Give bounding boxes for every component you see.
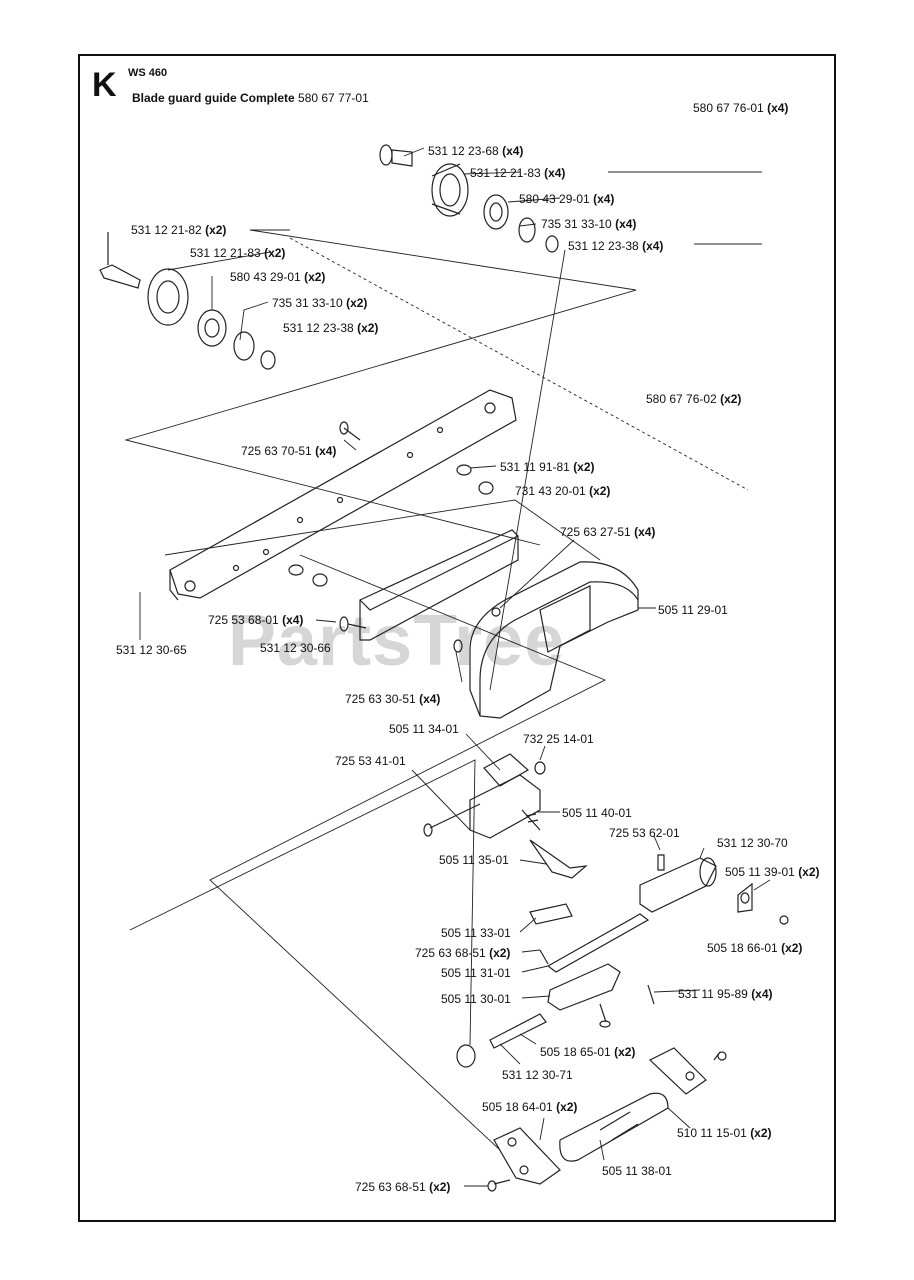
diagram-frame	[78, 54, 836, 1222]
part-label: 725 63 30-51 (x4)	[345, 692, 441, 706]
part-label: 732 25 14-01	[523, 732, 594, 746]
part-label: 580 67 76-02 (x2)	[646, 392, 742, 406]
part-label: 505 11 34-01	[389, 722, 459, 736]
section-letter: K	[92, 66, 117, 104]
part-label: 531 12 23-38 (x2)	[283, 321, 379, 335]
part-label: 531 11 95-89 (x4)	[678, 987, 773, 1001]
part-label: 531 12 30-71	[502, 1068, 573, 1082]
part-label: 580 67 76-01 (x4)	[693, 101, 789, 115]
part-label: 531 12 30-66	[260, 641, 331, 655]
blade-guard	[453, 561, 639, 719]
part-label: 505 11 30-01	[441, 992, 511, 1006]
part-label: 725 63 70-51 (x4)	[241, 444, 337, 458]
part-label: 531 12 23-38 (x4)	[568, 239, 664, 253]
model-name: WS 460	[128, 67, 168, 79]
part-label: 531 12 23-68 (x4)	[428, 144, 524, 158]
part-label: 725 63 27-51 (x4)	[560, 525, 656, 539]
part-label: 580 43 29-01 (x4)	[519, 192, 615, 206]
part-label: 725 53 68-01 (x4)	[208, 613, 304, 627]
leader-lines	[107, 147, 771, 1187]
part-label: 580 43 29-01 (x2)	[230, 270, 326, 284]
part-label: 505 18 64-01 (x2)	[482, 1100, 578, 1114]
part-label: 531 12 21-83 (x4)	[470, 166, 566, 180]
part-label: 731 43 20-01 (x2)	[515, 484, 611, 498]
assembly-lines	[124, 229, 749, 1151]
part-label: 505 11 31-01	[441, 966, 511, 980]
part-label: 510 11 15-01 (x2)	[677, 1126, 772, 1140]
part-label: 725 63 68-51 (x2)	[355, 1180, 451, 1194]
part-label: 531 12 21-83 (x2)	[190, 246, 286, 260]
part-label: 505 11 29-01	[658, 603, 728, 617]
part-label: 531 12 21-82 (x2)	[131, 223, 227, 237]
part-label: 505 11 38-01	[602, 1164, 672, 1178]
part-label: 505 11 40-01	[562, 806, 632, 820]
guide-bar	[169, 389, 517, 601]
part-label: 531 12 30-65	[116, 643, 187, 657]
upper-pulley-group	[379, 144, 559, 253]
part-label: 505 11 39-01 (x2)	[725, 865, 820, 879]
lower-guide-assembly	[423, 753, 789, 1068]
part-label: 735 31 33-10 (x4)	[541, 217, 637, 231]
part-label: 725 63 68-51 (x2)	[415, 946, 511, 960]
part-label: 505 11 33-01	[441, 926, 511, 940]
angle-bracket	[339, 529, 519, 641]
part-label: 531 11 91-81 (x2)	[500, 460, 595, 474]
part-label: 531 12 30-70	[717, 836, 788, 850]
part-label: 505 11 35-01	[439, 853, 509, 867]
assembly-title: Blade guard guide Complete 580 67 77-01	[132, 91, 369, 105]
watermark: PartsTree	[228, 601, 566, 681]
part-label: 725 53 41-01	[335, 754, 406, 768]
part-label: 725 53 62-01	[609, 826, 680, 840]
part-label: 505 18 65-01 (x2)	[540, 1045, 636, 1059]
part-label: 735 31 33-10 (x2)	[272, 296, 368, 310]
part-label: 505 18 66-01 (x2)	[707, 941, 803, 955]
